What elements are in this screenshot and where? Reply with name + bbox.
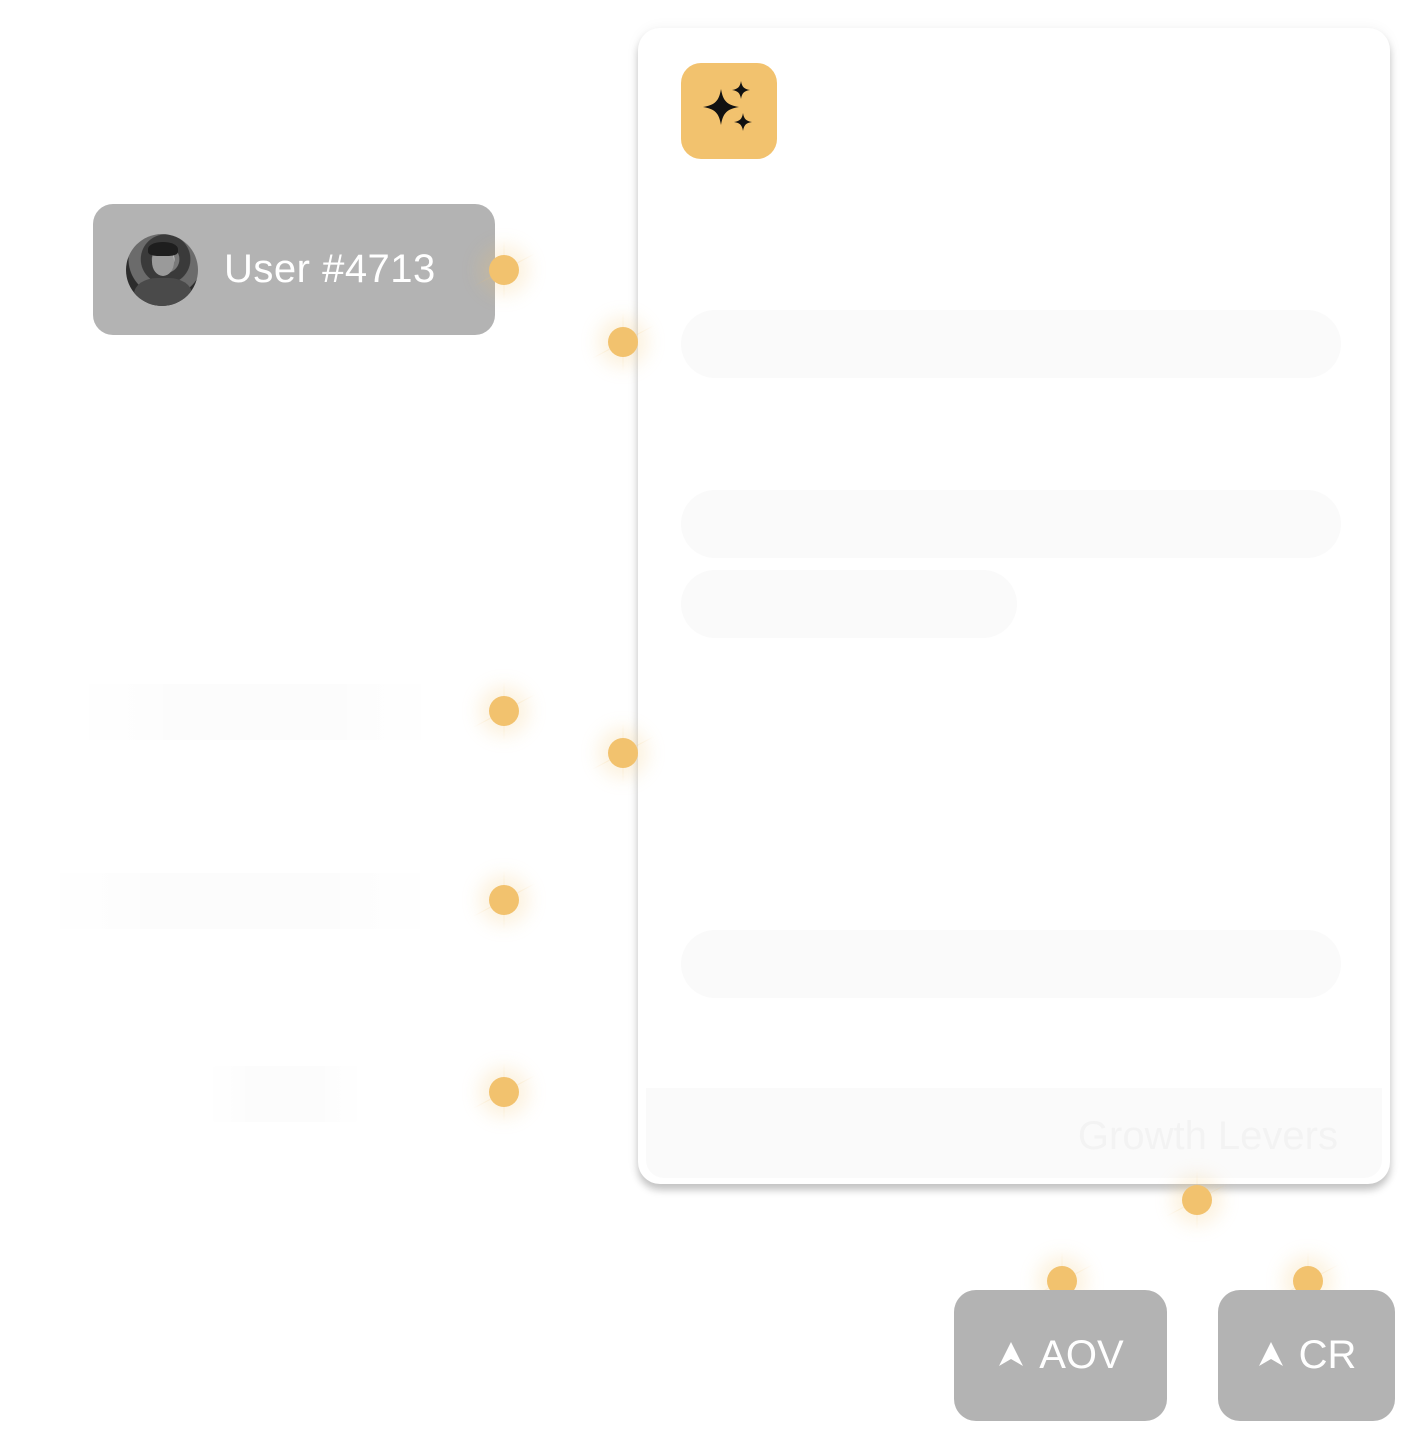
metric-aov-button[interactable]: AOV [954, 1290, 1167, 1421]
connector-dot [489, 885, 519, 915]
ghost-label-1 [70, 684, 440, 740]
skeleton-line [681, 490, 1341, 558]
metric-label: CR [1298, 1333, 1357, 1377]
skeleton-line [681, 570, 1017, 638]
avatar [126, 233, 198, 306]
user-label: User #4713 [224, 247, 436, 291]
skeleton-line [681, 930, 1341, 998]
sparkles-icon [681, 63, 777, 159]
metric-cr-button[interactable]: CR [1218, 1290, 1395, 1421]
user-chip[interactable]: User #4713 [93, 204, 495, 335]
ghost-label-2 [40, 873, 440, 929]
connector-dot [608, 738, 638, 768]
connector-dot [1182, 1185, 1212, 1215]
ghost-label-3 [205, 1066, 365, 1122]
connector-dot [489, 1077, 519, 1107]
connector-dot [489, 255, 519, 285]
connector-dot [608, 327, 638, 357]
growth-levers-label: Growth Levers [1077, 1114, 1338, 1158]
arrow-up-icon [997, 1333, 1025, 1378]
skeleton-line [681, 310, 1341, 378]
metric-label: AOV [1039, 1333, 1124, 1377]
ai-panel-card: Growth Levers [638, 28, 1390, 1184]
arrow-up-icon [1257, 1333, 1285, 1378]
connector-dot [489, 696, 519, 726]
card-footer [646, 1088, 1382, 1178]
